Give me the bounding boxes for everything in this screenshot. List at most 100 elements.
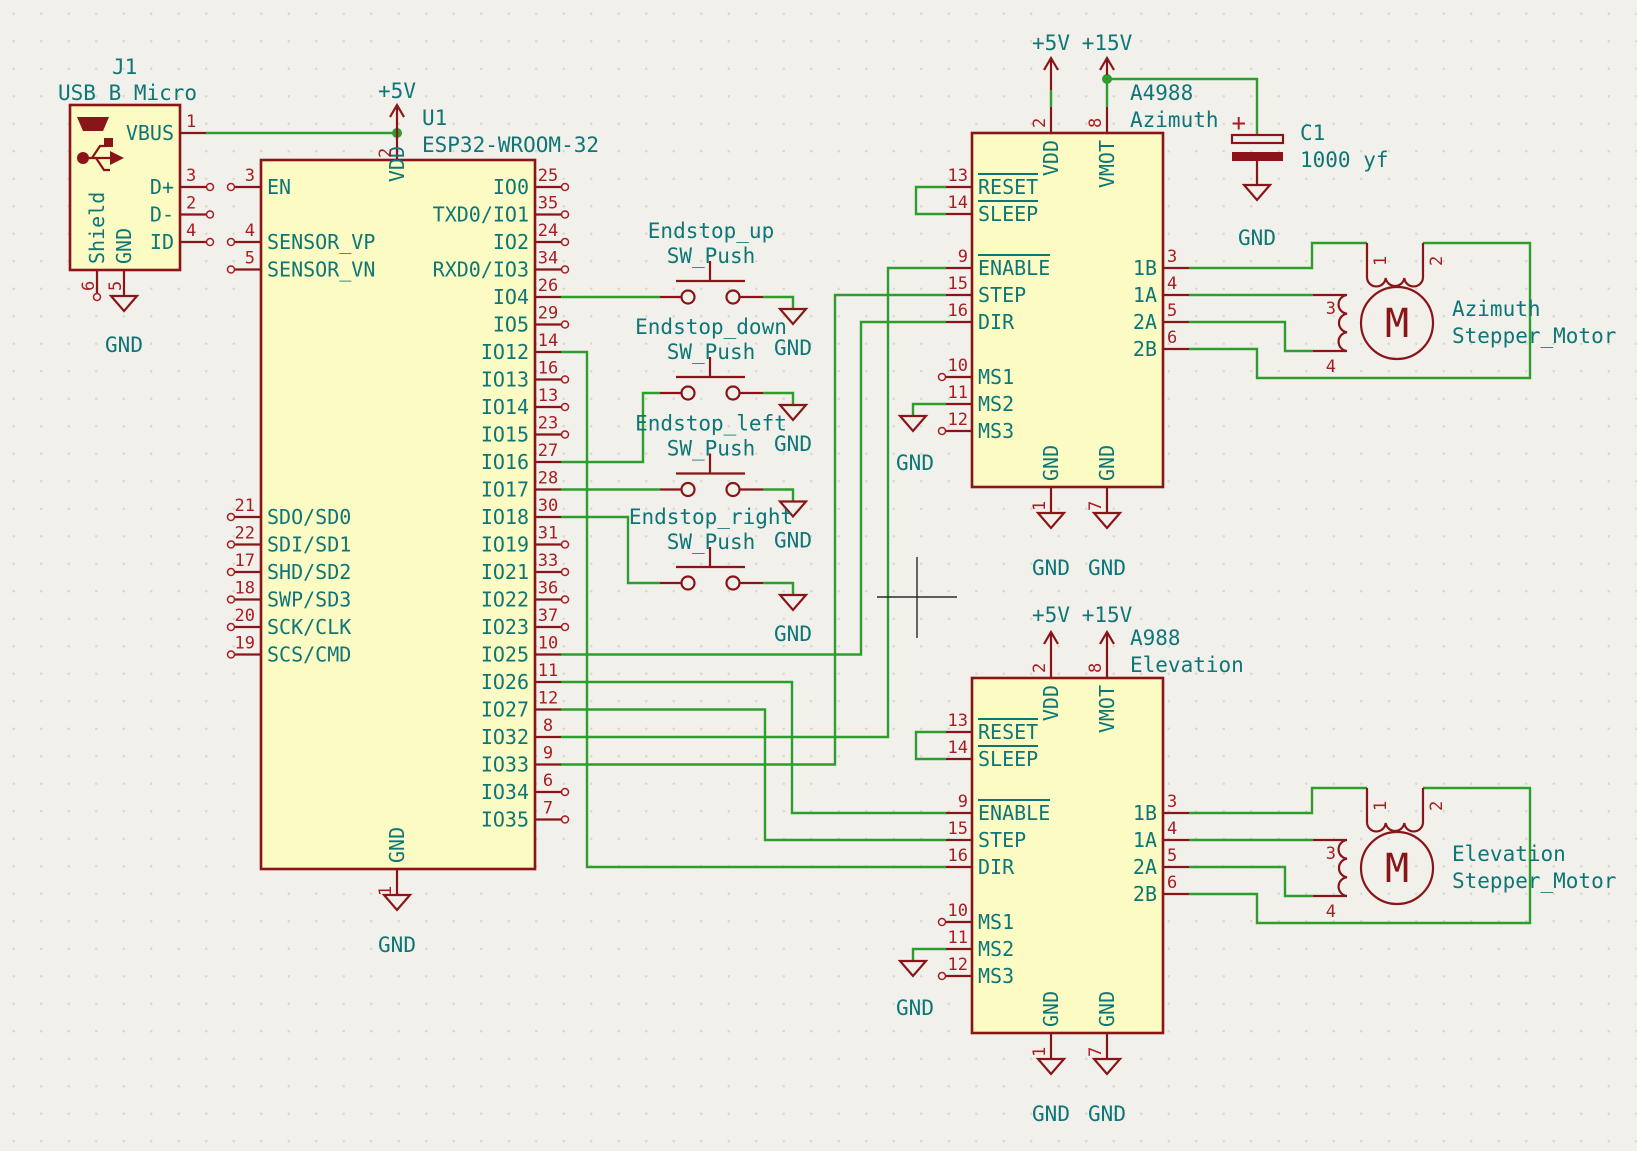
driver-label[interactable]: Azimuth bbox=[1130, 108, 1219, 132]
wire-az-2a[interactable] bbox=[1189, 320, 1313, 353]
wire-io18-endstop-right[interactable] bbox=[561, 515, 660, 585]
power-label[interactable]: +15V bbox=[1082, 31, 1133, 55]
cap-value[interactable]: 1000 yf bbox=[1300, 148, 1389, 172]
pin-number: 8 bbox=[1086, 118, 1106, 128]
net-label[interactable]: Endstop_up bbox=[648, 219, 774, 243]
motor-label[interactable]: Stepper_Motor bbox=[1452, 869, 1616, 893]
gnd-symbol[interactable] bbox=[897, 959, 929, 978]
wire-endstop-down-gnd[interactable] bbox=[763, 391, 795, 405]
motor-label[interactable]: Azimuth bbox=[1452, 297, 1541, 321]
gnd-symbol[interactable] bbox=[777, 307, 809, 326]
azimuth-motor[interactable]: M 1 2 3 4 Azimuth Stepper_Motor bbox=[1313, 243, 1616, 377]
esp32[interactable]: U1 ESP32-WROOM-32 +5V VDD 2 GND 1 GND EN… bbox=[226, 79, 600, 957]
gnd-label[interactable]: GND bbox=[1032, 556, 1070, 580]
power-label[interactable]: +5V bbox=[378, 79, 416, 103]
esp32-reference[interactable]: U1 bbox=[422, 106, 447, 130]
wire-el-2a[interactable] bbox=[1189, 865, 1313, 898]
usb-value[interactable]: USB_B_Micro bbox=[58, 81, 197, 105]
esp32-body[interactable] bbox=[259, 158, 537, 871]
azimuth-driver[interactable]: A4988 Azimuth +5V +15V VDD 2 VMOT 8 RESE… bbox=[896, 31, 1218, 580]
power-arrow[interactable] bbox=[1043, 629, 1059, 678]
gnd-label[interactable]: GND bbox=[1032, 1102, 1070, 1126]
driver-label[interactable]: Elevation bbox=[1130, 653, 1244, 677]
wire-az-reset-sleep[interactable] bbox=[914, 185, 946, 216]
power-arrow[interactable] bbox=[1099, 629, 1115, 678]
wire-vmot-cap[interactable] bbox=[1107, 77, 1259, 134]
gnd-label[interactable]: GND bbox=[105, 333, 143, 357]
power-arrow[interactable] bbox=[1099, 55, 1115, 75]
gnd-symbol[interactable] bbox=[381, 893, 413, 912]
gnd-symbol[interactable] bbox=[1035, 1057, 1067, 1076]
usb-body[interactable] bbox=[68, 103, 182, 272]
motor-circle[interactable] bbox=[1359, 830, 1435, 906]
driver-value[interactable]: A988 bbox=[1130, 626, 1181, 650]
elevation-driver[interactable]: A988 Elevation +5V +15V VDD 2 VMOT 8 RES… bbox=[896, 603, 1244, 1126]
power-arrow[interactable] bbox=[389, 102, 405, 133]
gnd-label[interactable]: GND bbox=[1088, 1102, 1126, 1126]
usb-connector[interactable]: J1 USB_B_Micro VBUS 1 D+ 3 D- 2 ID 4 Shi… bbox=[58, 55, 215, 357]
wire-endstop-left-gnd[interactable] bbox=[763, 488, 795, 502]
net-label[interactable]: Endstop_right bbox=[629, 505, 793, 529]
wire-el-ms2-gnd[interactable] bbox=[911, 947, 946, 961]
gnd-symbol[interactable] bbox=[1091, 511, 1123, 530]
switch-symbol[interactable] bbox=[660, 261, 763, 299]
wire-io25-az-dir[interactable] bbox=[561, 320, 946, 656]
switch-symbol[interactable] bbox=[660, 357, 763, 395]
driver-body[interactable] bbox=[970, 676, 1165, 1035]
wire-io12-el-dir[interactable] bbox=[561, 350, 946, 869]
gnd-symbol[interactable] bbox=[897, 414, 929, 433]
esp32-value[interactable]: ESP32-WROOM-32 bbox=[422, 133, 599, 157]
gnd-symbol[interactable] bbox=[777, 403, 809, 422]
cap-reference[interactable]: C1 bbox=[1300, 121, 1325, 145]
wire-el-reset-sleep[interactable] bbox=[914, 730, 946, 761]
net-label[interactable]: Endstop_down bbox=[635, 315, 787, 339]
wire-io32-az-enable[interactable] bbox=[561, 266, 946, 739]
power-label[interactable]: +5V bbox=[1032, 603, 1070, 627]
gnd-symbol[interactable] bbox=[777, 500, 809, 519]
gnd-label[interactable]: GND bbox=[774, 336, 812, 360]
power-label[interactable]: +5V bbox=[1032, 31, 1070, 55]
wire-az-1b[interactable] bbox=[1189, 241, 1367, 270]
gnd-label[interactable]: GND bbox=[896, 996, 934, 1020]
driver-body[interactable] bbox=[970, 131, 1165, 489]
endstop-left[interactable]: Endstop_left SW_Push GND bbox=[635, 412, 812, 553]
elevation-motor[interactable]: M 1 2 3 4 Elevation Stepper_Motor bbox=[1313, 788, 1616, 922]
wire-io16-endstop-down[interactable] bbox=[561, 391, 660, 464]
gnd-symbol[interactable] bbox=[1241, 183, 1273, 202]
gnd-label[interactable]: GND bbox=[1088, 556, 1126, 580]
gnd-label[interactable]: GND bbox=[774, 432, 812, 456]
gnd-symbol[interactable] bbox=[108, 294, 140, 313]
wire-endstop-right-gnd[interactable] bbox=[763, 581, 795, 595]
motor-circle[interactable] bbox=[1359, 285, 1435, 361]
motor-label[interactable]: Elevation bbox=[1452, 842, 1566, 866]
power-arrow[interactable] bbox=[1043, 55, 1059, 90]
gnd-label[interactable]: GND bbox=[896, 451, 934, 475]
endstop-right[interactable]: Endstop_right SW_Push GND bbox=[629, 505, 812, 646]
power-label[interactable]: +15V bbox=[1082, 603, 1133, 627]
endstop-up[interactable]: Endstop_up SW_Push GND bbox=[648, 219, 812, 360]
wire-endstop-up-gnd[interactable] bbox=[763, 295, 795, 309]
wire-io26-el-enable[interactable] bbox=[561, 680, 946, 815]
gnd-symbol[interactable] bbox=[1091, 1057, 1123, 1076]
wire-io33-az-step[interactable] bbox=[561, 293, 946, 766]
wire-az-ms2-gnd[interactable] bbox=[911, 402, 946, 416]
endstop-down[interactable]: Endstop_down SW_Push GND bbox=[635, 315, 812, 456]
gnd-label[interactable]: GND bbox=[774, 529, 812, 553]
gnd-symbol[interactable] bbox=[1035, 511, 1067, 530]
gnd-label[interactable]: GND bbox=[378, 933, 416, 957]
net-label[interactable]: Endstop_left bbox=[635, 412, 787, 436]
gnd-label[interactable]: GND bbox=[1238, 226, 1276, 250]
capacitor-c1[interactable]: C1 1000 yf + GND bbox=[1230, 109, 1389, 250]
switch-symbol[interactable] bbox=[660, 453, 763, 491]
switch-symbol[interactable] bbox=[660, 547, 763, 585]
driver-value[interactable]: A4988 bbox=[1130, 81, 1193, 105]
gnd-label[interactable]: GND bbox=[774, 622, 812, 646]
wire-el-2b[interactable] bbox=[1189, 786, 1532, 925]
wire-io27-el-step[interactable] bbox=[561, 708, 946, 842]
motor-label[interactable]: Stepper_Motor bbox=[1452, 324, 1616, 348]
wire-el-1b[interactable] bbox=[1189, 786, 1367, 815]
usb-reference[interactable]: J1 bbox=[112, 55, 137, 79]
gnd-symbol[interactable] bbox=[777, 593, 809, 612]
wire-az-2b[interactable] bbox=[1189, 241, 1532, 380]
